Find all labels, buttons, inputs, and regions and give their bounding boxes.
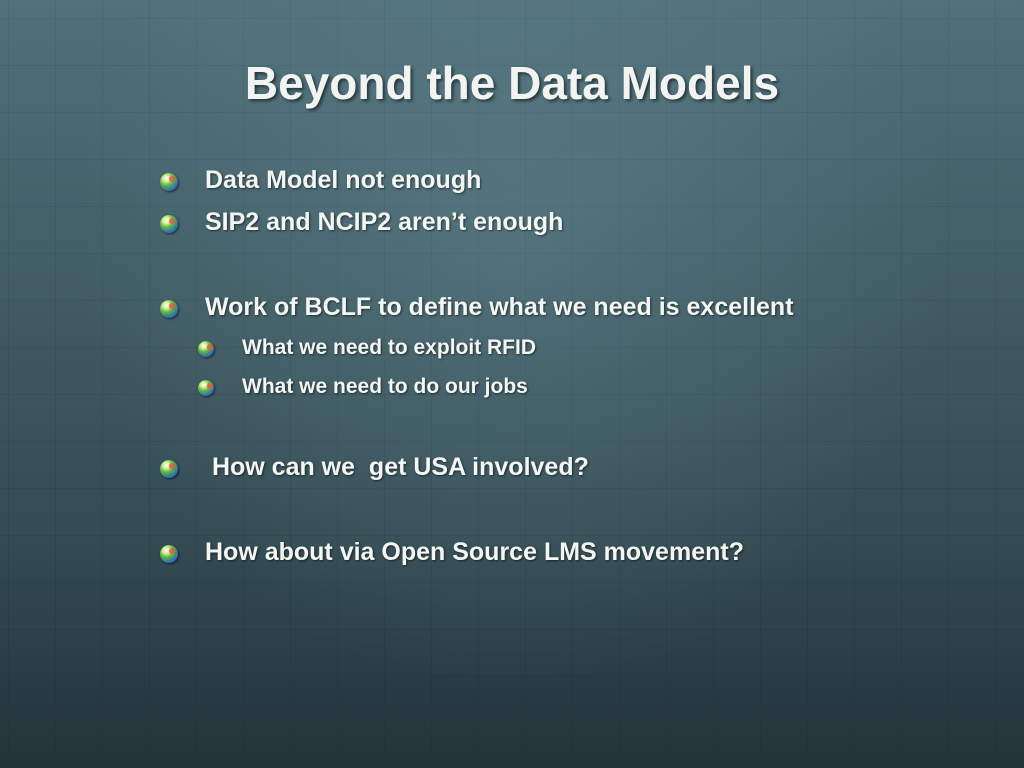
bullet-item: How can we get USA involved? (205, 453, 589, 482)
globe-orb-icon (198, 341, 214, 357)
slide-title: Beyond the Data Models (244, 57, 780, 109)
globe-orb-icon (160, 545, 178, 563)
bullet-text: Work of BCLF to define what we need is e… (205, 293, 794, 321)
globe-orb-icon (160, 215, 178, 233)
globe-orb-icon (198, 380, 214, 396)
globe-orb-icon (160, 300, 178, 318)
bullet-item: How about via Open Source LMS movement? (205, 538, 744, 567)
sub-bullet-item: What we need to exploit RFID (242, 336, 536, 360)
bullet-item: Work of BCLF to define what we need is e… (205, 293, 794, 322)
bullet-text: SIP2 and NCIP2 aren’t enough (205, 208, 564, 236)
bullet-item: SIP2 and NCIP2 aren’t enough (205, 208, 563, 237)
bullet-text: What we need to do our jobs (242, 375, 528, 398)
bullet-text: How can we get USA involved? (205, 453, 589, 481)
bullet-text: How about via Open Source LMS movement? (205, 538, 744, 566)
bullet-item: Data Model not enough (205, 166, 481, 195)
bullet-text: Data Model not enough (205, 166, 482, 194)
globe-orb-icon (160, 460, 178, 478)
bullet-text: What we need to exploit RFID (242, 336, 537, 359)
globe-orb-icon (160, 173, 178, 191)
sub-bullet-item: What we need to do our jobs (242, 375, 528, 399)
